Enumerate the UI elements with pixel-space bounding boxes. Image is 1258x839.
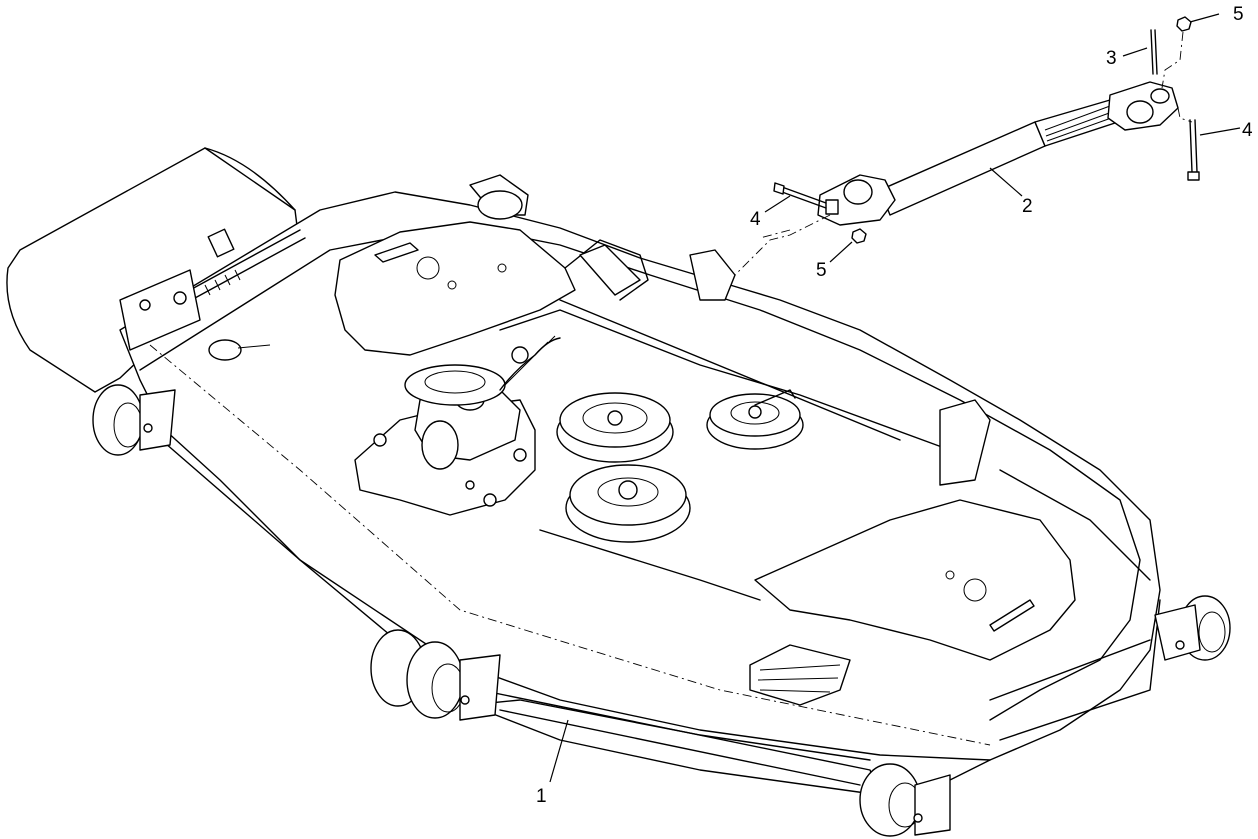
belt-cover-rear [334, 221, 649, 356]
bolt-rear [1187, 119, 1200, 181]
callout-4-front: 4 [750, 209, 761, 230]
deck-brackets [469, 174, 991, 486]
adjust-knob [208, 339, 271, 361]
callout-labels: 1 2 3 4 4 5 5 [536, 4, 1253, 807]
spindle-pulley-left [565, 464, 691, 543]
drive-shaft [817, 81, 1179, 226]
callout-5-front: 5 [816, 260, 827, 281]
assembly-phantom-lines [734, 31, 1193, 276]
belt-cover-front [754, 499, 1076, 661]
spindle-pulley-right [706, 389, 804, 450]
callout-3: 3 [1106, 48, 1117, 69]
caster-wheel-rear-left [92, 384, 176, 456]
leader-lines [549, 13, 1241, 783]
callout-4-rear: 4 [1242, 120, 1253, 141]
caster-wheel-rear-right [1154, 595, 1231, 661]
nut-rear [1176, 16, 1192, 32]
nut-front [851, 228, 867, 244]
callout-2: 2 [1022, 196, 1033, 217]
callout-1: 1 [536, 786, 547, 807]
callout-5-rear: 5 [1233, 4, 1244, 25]
caster-wheel-front-right [859, 763, 951, 837]
bolt-front [773, 182, 827, 209]
gearbox-assembly [354, 335, 561, 516]
drive-belt [499, 299, 951, 601]
caster-wheel-front-left [370, 629, 501, 721]
step-plate [749, 644, 851, 706]
spindle-pulley-center [556, 392, 674, 463]
roll-pin [1150, 29, 1158, 75]
height-adjust-rod [119, 228, 306, 351]
